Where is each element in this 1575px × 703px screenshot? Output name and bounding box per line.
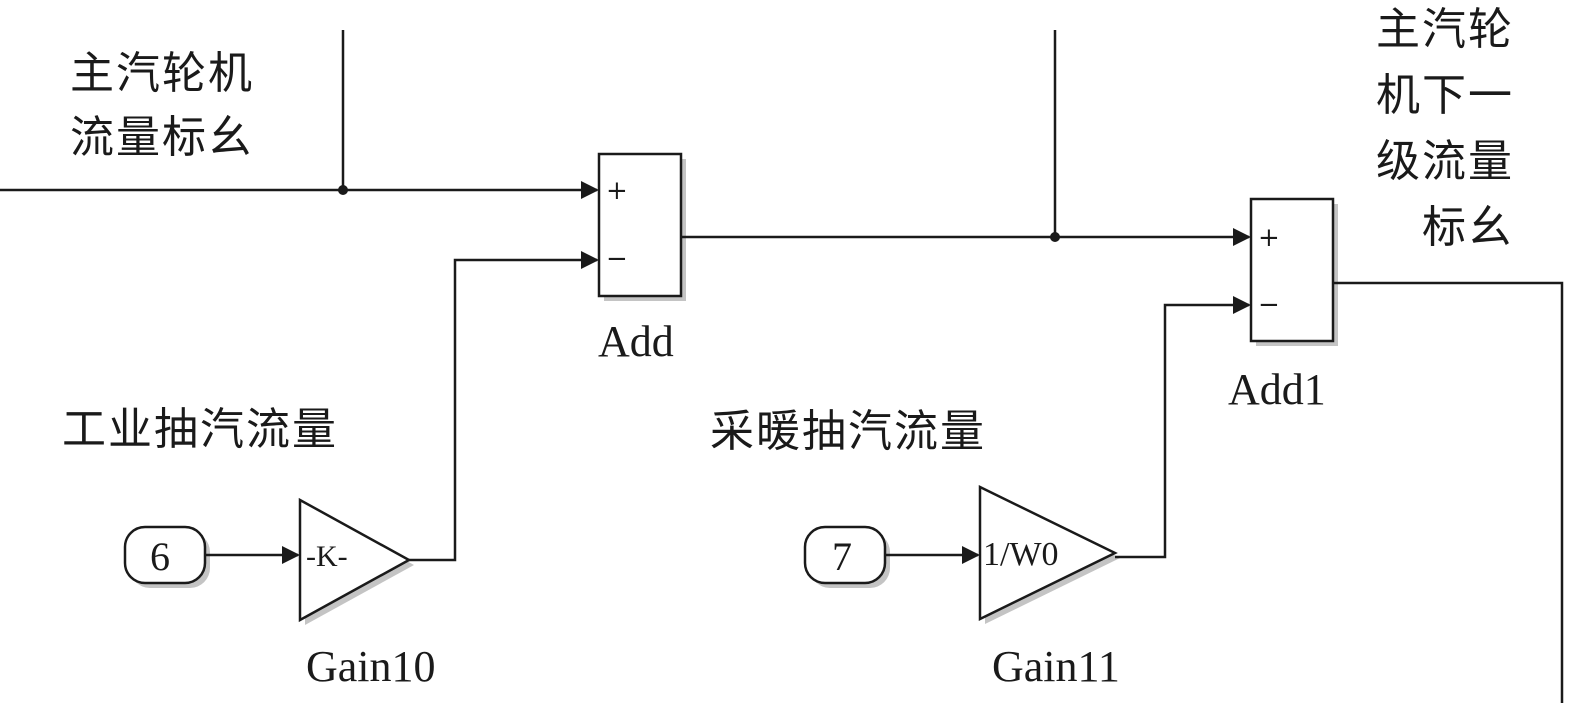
gain11-block[interactable]	[978, 484, 1118, 622]
add1-minus-sign: −	[1258, 290, 1280, 320]
gain10-to-add-wire[interactable]	[409, 251, 599, 562]
gain11-value: 1/W0	[983, 536, 1059, 573]
add1-block-name: Add1	[1228, 365, 1326, 414]
branch-point-2	[1050, 232, 1060, 242]
add1-block[interactable]	[1249, 197, 1335, 343]
heating-extraction-label: 采暖抽汽流量	[710, 406, 986, 457]
next-stage-label-line2: 机下一	[1376, 70, 1514, 121]
main-flow-label-line2: 流量标幺	[70, 112, 254, 163]
next-stage-label-line3: 级流量	[1376, 136, 1514, 187]
next-stage-label-line4: 标幺	[1422, 202, 1514, 253]
inport-7-number: 7	[832, 534, 852, 579]
gain10-block-name: Gain10	[306, 642, 436, 691]
add1-output-wire[interactable]	[1333, 281, 1564, 703]
add1-plus-sign: +	[1258, 223, 1280, 253]
gain10-value: -K-	[306, 540, 348, 573]
add-block-name: Add	[598, 317, 674, 366]
branch-point-1	[338, 185, 348, 195]
add-plus-sign: +	[606, 176, 628, 206]
industrial-extraction-label: 工业抽汽流量	[62, 404, 338, 455]
inport-6-number: 6	[150, 534, 170, 579]
gain11-block-name: Gain11	[992, 642, 1120, 691]
next-stage-label-line1: 主汽轮	[1376, 4, 1514, 55]
add-block[interactable]	[597, 152, 683, 298]
add-minus-sign: −	[606, 244, 628, 274]
main-flow-label-line1: 主汽轮机	[70, 48, 254, 99]
gain10-block[interactable]	[298, 497, 412, 623]
gain11-to-add1-wire[interactable]	[1115, 296, 1251, 559]
